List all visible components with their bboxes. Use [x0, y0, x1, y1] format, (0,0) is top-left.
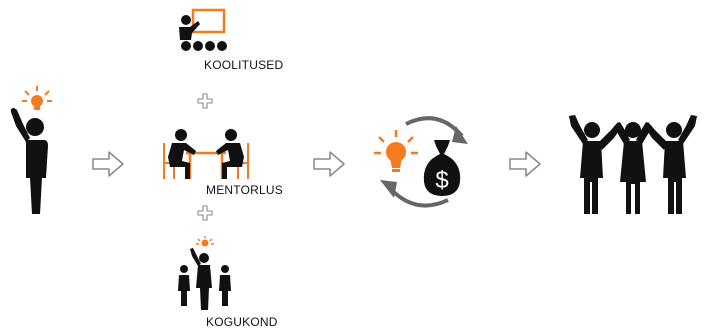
money-bag-icon — [423, 140, 461, 196]
lightbulb-icon — [374, 130, 418, 172]
dollar-sign: $ — [435, 167, 448, 194]
idea-to-money-cycle-icon: $ — [374, 116, 468, 208]
lightbulb-icon — [196, 236, 214, 247]
community-label: KOGUKOND — [206, 315, 278, 329]
presentation-audience-icon — [179, 8, 227, 51]
right-arrow-icon — [509, 151, 541, 177]
plus-icon — [197, 93, 213, 109]
mentoring-label: MENTORLUS — [206, 183, 283, 197]
lightbulb-icon — [22, 86, 52, 110]
plus-icon — [197, 205, 213, 221]
right-arrow-icon — [92, 151, 124, 177]
person-with-idea-icon — [10, 86, 52, 214]
mentoring-meeting-icon — [163, 129, 249, 179]
trainings-label: KOOLITUSED — [204, 58, 284, 72]
right-arrow-icon — [313, 151, 345, 177]
community-leader-icon — [178, 236, 231, 310]
team-celebrating-icon — [569, 115, 697, 214]
